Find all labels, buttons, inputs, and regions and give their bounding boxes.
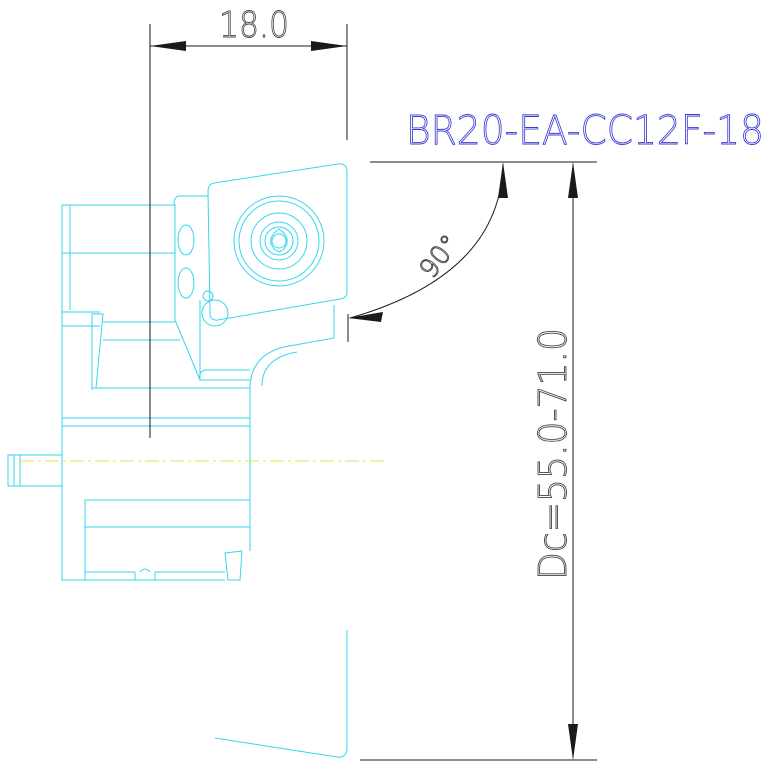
cutting-insert [207,163,348,321]
angle-dimension [347,161,597,342]
cutter-diameter-outline [214,630,348,758]
width-dimension [149,24,348,438]
model-code-label: BR20-EA-CC12F-18 [406,108,764,154]
angle-dimension-label: 90° [414,230,466,285]
tool-body [7,195,335,581]
diameter-dimension [360,162,597,761]
insert-screw [233,195,325,287]
diameter-dimension-label: Dc=55.0-71.0 [531,328,575,580]
width-dimension-label: 18.0 [219,5,289,46]
